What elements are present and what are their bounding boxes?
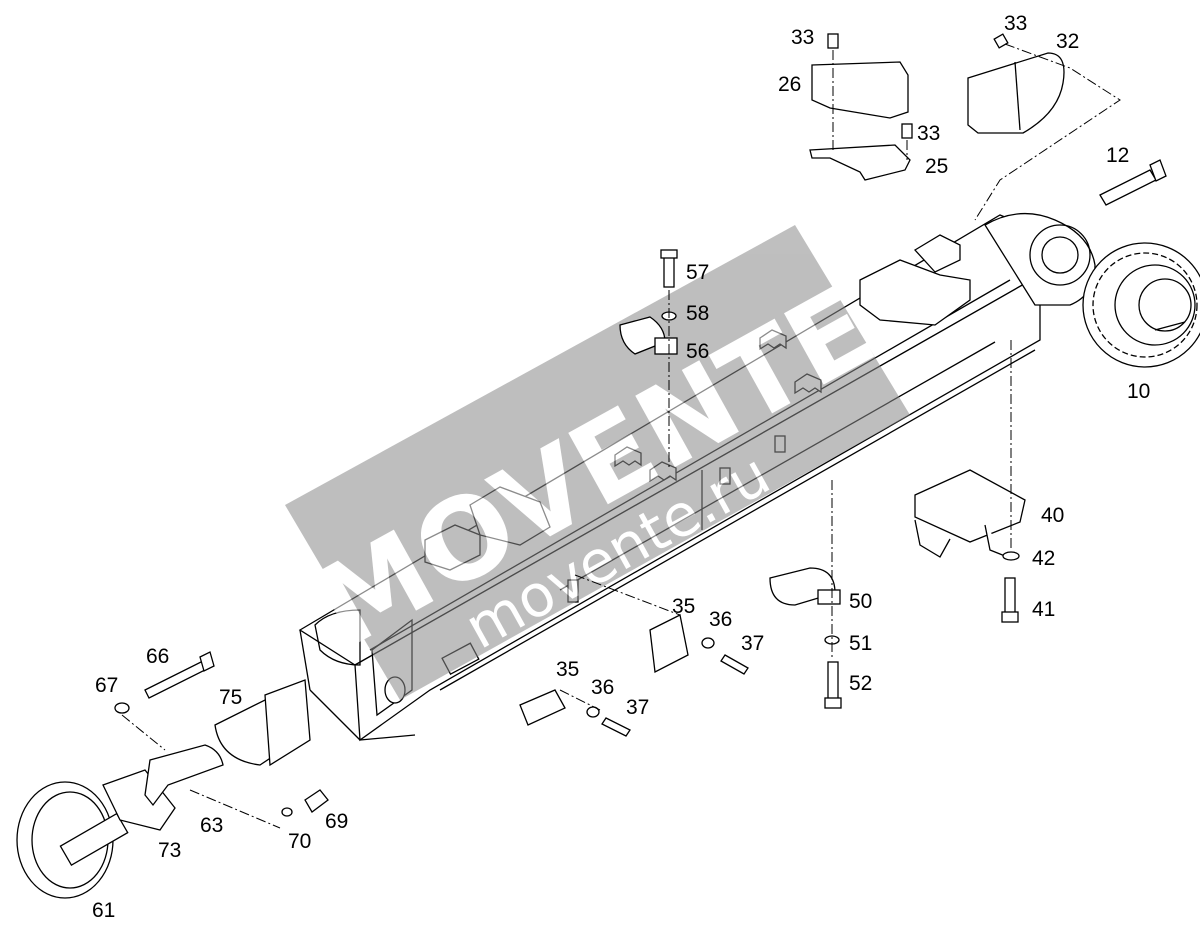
- label-part-36: 36: [709, 608, 732, 631]
- assembly-lines: [121, 43, 1121, 829]
- screws-part-37: [601, 654, 749, 737]
- part-labels: 10 12 25 26 32 33 33 33 35 35 36 36 37 3…: [92, 12, 1150, 922]
- support-part-73: [102, 769, 176, 831]
- cover-part-26: [811, 61, 909, 119]
- bolt-part-52: [824, 661, 842, 709]
- label-part-56: 56: [686, 340, 709, 363]
- label-part-69: 69: [325, 810, 348, 833]
- label-part-58: 58: [686, 302, 709, 325]
- label-part-66: 66: [146, 645, 169, 668]
- label-part-75: 75: [219, 686, 242, 709]
- label-part-25: 25: [925, 155, 948, 178]
- guard-part-40: [914, 469, 1026, 559]
- label-part-61: 61: [92, 899, 115, 922]
- carrier-roller-part-56: [619, 316, 678, 355]
- label-part-51: 51: [849, 632, 872, 655]
- tensioner-part-63: [144, 744, 224, 807]
- label-part-40: 40: [1041, 504, 1064, 527]
- washer-part-42: [1002, 551, 1020, 561]
- label-part-12: 12: [1106, 144, 1129, 167]
- track-roller-part-50: [769, 567, 841, 606]
- label-part-57: 57: [686, 261, 709, 284]
- label-part-33: 33: [917, 122, 940, 145]
- label-part-52: 52: [849, 672, 872, 695]
- bolt-part-66: [144, 651, 215, 699]
- bolt-part-12: [1099, 159, 1167, 206]
- label-part-10: 10: [1127, 380, 1150, 403]
- grease-fitting-part-69: [304, 789, 329, 813]
- label-part-73: 73: [158, 839, 181, 862]
- label-part-42: 42: [1032, 547, 1055, 570]
- label-part-36: 36: [591, 676, 614, 699]
- drive-sprocket-part-10: [1082, 242, 1200, 368]
- label-part-50: 50: [849, 590, 872, 613]
- cylinder-part-75: [214, 679, 311, 767]
- washer-part-70: [281, 807, 293, 817]
- label-part-33: 33: [1004, 12, 1027, 35]
- washers-part-36: [586, 637, 715, 718]
- label-part-67: 67: [95, 674, 118, 697]
- bolt-part-57: [660, 249, 678, 288]
- label-part-70: 70: [288, 830, 311, 853]
- label-part-37: 37: [626, 696, 649, 719]
- cover-plate-part-35a: [649, 614, 689, 674]
- label-part-41: 41: [1032, 598, 1055, 621]
- screws-part-33: [827, 33, 1009, 139]
- washer-part-67: [114, 702, 130, 714]
- label-part-63: 63: [200, 814, 223, 837]
- label-part-35: 35: [672, 595, 695, 618]
- label-part-26: 26: [778, 73, 801, 96]
- bracket-part-25: [809, 144, 911, 181]
- idler-wheel-part-61: [16, 781, 129, 899]
- label-part-35: 35: [556, 658, 579, 681]
- cover-part-32: [967, 52, 1065, 134]
- label-part-32: 32: [1056, 30, 1079, 53]
- label-part-37: 37: [741, 632, 764, 655]
- bolt-part-41: [1001, 577, 1019, 623]
- cover-plate-part-35b: [519, 689, 566, 726]
- watermark: MOVENTE movente.ru: [285, 225, 910, 700]
- label-part-33: 33: [791, 26, 814, 49]
